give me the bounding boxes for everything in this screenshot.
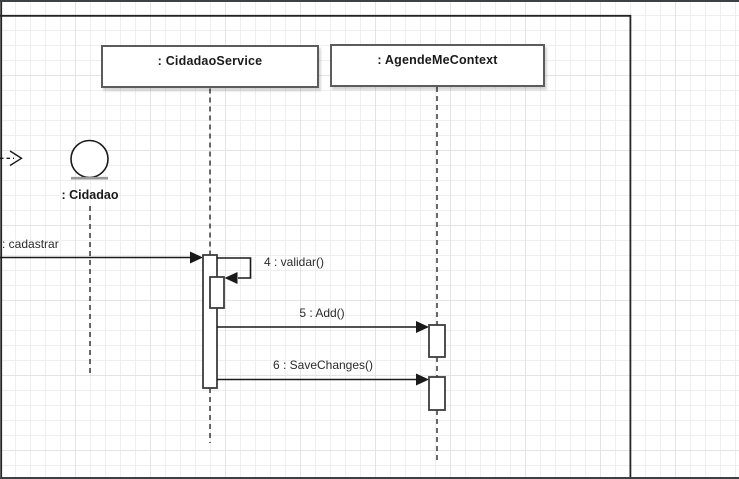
lifeline-box-agendemecontext[interactable]: : AgendeMeContext: [330, 44, 545, 87]
message-cadastrar-label[interactable]: : cadastrar: [2, 237, 59, 251]
actor-circle-icon[interactable]: [70, 139, 109, 179]
message-savechanges-label[interactable]: 6 : SaveChanges(): [272, 358, 374, 372]
actor-cidadao[interactable]: [70, 139, 109, 180]
lifeline-box-label: : CidadaoService: [157, 54, 263, 68]
message-validar-label[interactable]: 4 : validar(): [264, 255, 325, 269]
message-add[interactable]: [217, 321, 429, 333]
incoming-dashed-arrow[interactable]: [0, 150, 23, 167]
message-savechanges[interactable]: [217, 373, 429, 386]
lifeline-box-cidadaoservice[interactable]: : CidadaoService: [101, 45, 319, 88]
activation-agendemecontext-add[interactable]: [428, 324, 446, 358]
activation-cidadaoservice-main[interactable]: [202, 254, 218, 389]
filled-arrowhead-icon: [224, 272, 238, 284]
lifelines: [89, 87, 438, 460]
activation-cidadaoservice-nested[interactable]: [209, 276, 225, 309]
message-validar[interactable]: [217, 257, 252, 284]
message-add-label[interactable]: 5 : Add(): [299, 306, 345, 320]
open-arrowhead-icon: [9, 150, 23, 167]
actor-cidadao-label[interactable]: : Cidadao: [61, 188, 119, 202]
activation-agendemecontext-save[interactable]: [428, 376, 446, 411]
filled-arrowhead-icon: [190, 251, 203, 264]
viewport-bottom-edge: [0, 476, 739, 479]
lifeline-box-label: : AgendeMeContext: [377, 53, 498, 67]
message-validar-loop-line[interactable]: [217, 257, 252, 279]
filled-arrowhead-icon: [416, 321, 429, 333]
filled-arrowhead-icon: [416, 373, 429, 386]
message-cadastrar[interactable]: [0, 251, 203, 264]
viewport-top-edge: [0, 0, 739, 3]
diagram-frame[interactable]: [0, 0, 632, 479]
